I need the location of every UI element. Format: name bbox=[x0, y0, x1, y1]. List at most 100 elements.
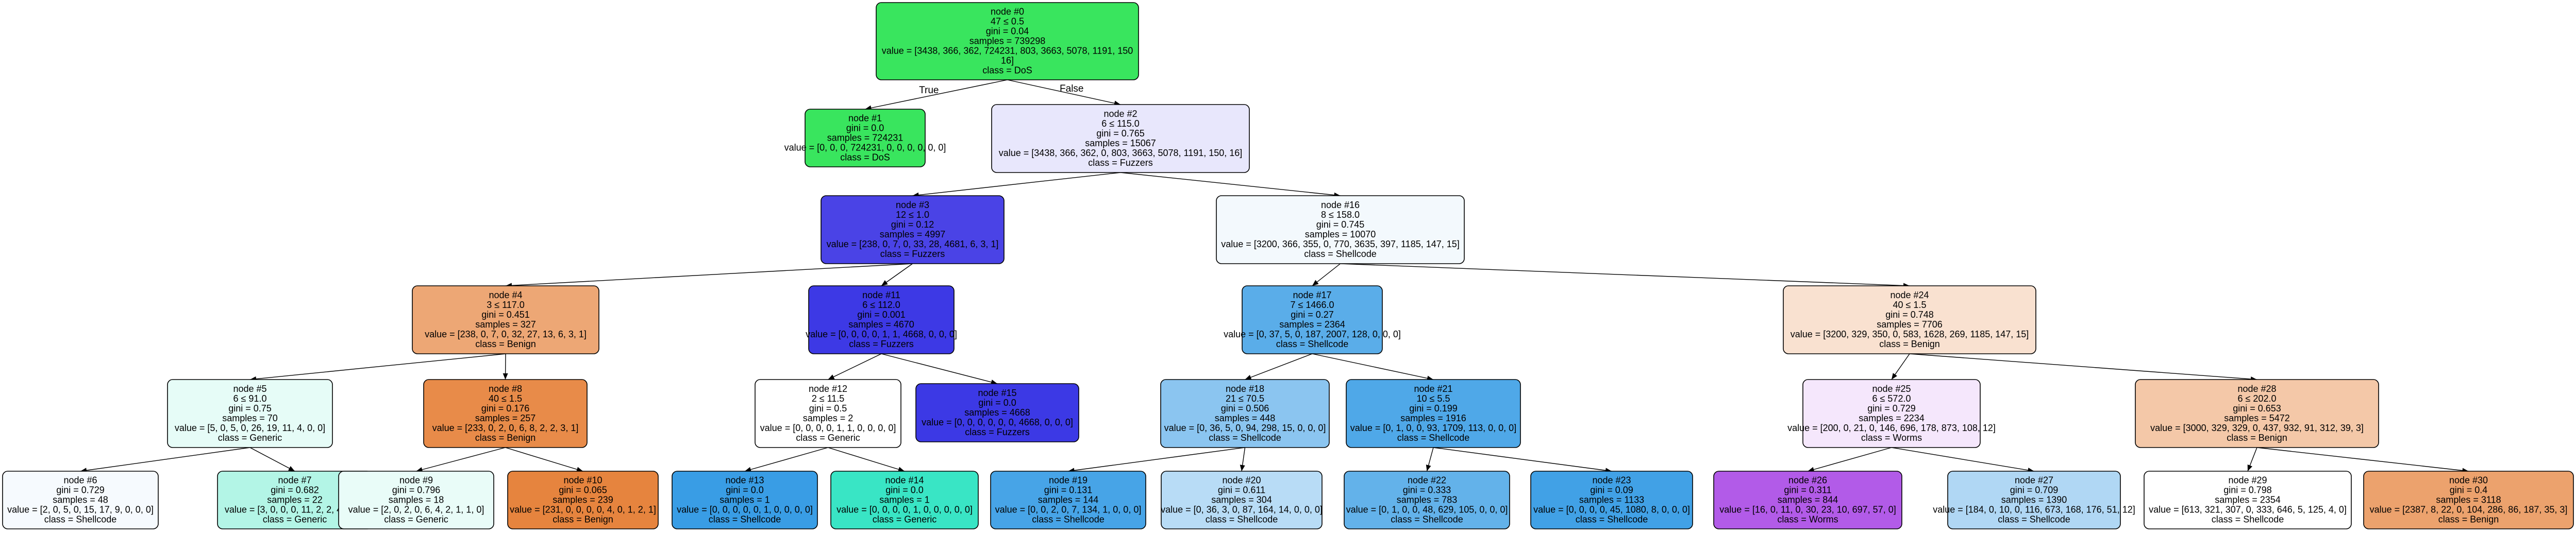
node-line: value = [238, 0, 7, 0, 32, 27, 13, 6, 3,… bbox=[425, 329, 587, 339]
edge-2-16 bbox=[1120, 172, 1341, 196]
node-box bbox=[808, 285, 955, 354]
node-line: gini = 0.09 bbox=[1590, 485, 1633, 495]
node-line: value = [3200, 366, 355, 0, 770, 3635, 3… bbox=[1221, 239, 1460, 249]
node-box bbox=[830, 471, 979, 529]
edge-2-3 bbox=[912, 172, 1121, 196]
node-line: samples = 448 bbox=[1215, 413, 1276, 423]
node-line: value = [3, 0, 0, 0, 11, 2, 2, 4, 0, 0] bbox=[225, 504, 365, 514]
node-line: node #14 bbox=[885, 475, 924, 485]
node-line: value = [3438, 366, 362, 0, 803, 3663, 5… bbox=[999, 148, 1243, 158]
node-line: node #6 bbox=[63, 475, 97, 485]
node-line: class = Shellcode bbox=[1397, 433, 1470, 443]
node-line: gini = 0.131 bbox=[1044, 485, 1093, 495]
node-line: class = Shellcode bbox=[1206, 514, 1278, 524]
node-line: gini = 0.333 bbox=[1403, 485, 1451, 495]
edge-0-1 bbox=[865, 79, 1008, 110]
node-line: samples = 15067 bbox=[1085, 138, 1156, 148]
node-box bbox=[915, 383, 1079, 442]
node-line: node #19 bbox=[1049, 475, 1088, 485]
node-box bbox=[1216, 195, 1465, 264]
node-line: gini = 0.27 bbox=[1291, 310, 1334, 320]
node-line: gini = 0.4 bbox=[2450, 485, 2488, 495]
node-line: class = DoS bbox=[982, 65, 1032, 75]
node-line: value = [238, 0, 7, 0, 33, 28, 4681, 6, … bbox=[827, 239, 999, 249]
node-box bbox=[2144, 471, 2352, 529]
node-line: node #7 bbox=[278, 475, 311, 485]
edge-5-7 bbox=[249, 447, 295, 472]
node-line: node #2 bbox=[1103, 109, 1137, 119]
node-line: samples = 4668 bbox=[964, 407, 1030, 418]
edge-25-27 bbox=[1891, 447, 2034, 472]
edge-label-false: False bbox=[1060, 83, 1083, 94]
edge-12-13 bbox=[744, 447, 828, 472]
edge-arrowhead-18 bbox=[1245, 375, 1252, 380]
edge-8-10 bbox=[505, 447, 583, 472]
edge-arrowhead-20 bbox=[1240, 465, 1245, 471]
node-line: value = [16, 0, 11, 0, 30, 23, 10, 697, … bbox=[1719, 504, 1896, 514]
node-line: value = [0, 0, 0, 0, 1, 0, 0, 0, 0, 0] bbox=[837, 504, 973, 514]
node-line: samples = 2364 bbox=[1279, 319, 1345, 330]
node-line: value = [200, 0, 21, 0, 146, 696, 178, 8… bbox=[1787, 423, 1996, 433]
node-line: node #18 bbox=[1226, 384, 1264, 394]
node-line: samples = 2 bbox=[803, 413, 854, 423]
node-line: 2 ≤ 11.5 bbox=[812, 393, 845, 404]
node-line: node #17 bbox=[1293, 290, 1331, 300]
edge-arrowhead-11 bbox=[881, 280, 888, 286]
edge-arrowhead-13 bbox=[745, 467, 751, 472]
edge-arrowhead-22 bbox=[1426, 465, 1431, 471]
node-line: class = Shellcode bbox=[709, 514, 781, 524]
node-line: 40 ≤ 1.5 bbox=[1893, 300, 1927, 310]
node-line: class = Worms bbox=[1777, 514, 1838, 524]
node-line: gini = 0.75 bbox=[228, 403, 272, 414]
node-box bbox=[1783, 285, 2036, 354]
node-line: class = Fuzzers bbox=[1088, 158, 1153, 168]
node-line: node #13 bbox=[725, 475, 764, 485]
edge-arrowhead-29 bbox=[2247, 465, 2253, 471]
node-line: class = Generic bbox=[263, 514, 327, 524]
node-box bbox=[1713, 471, 1902, 529]
node-line: samples = 1 bbox=[720, 494, 770, 505]
node-line: class = Fuzzers bbox=[880, 249, 945, 259]
node-line: samples = 724231 bbox=[827, 132, 904, 143]
edge-17-18 bbox=[1245, 353, 1313, 380]
node-line: node #29 bbox=[2228, 475, 2267, 485]
node-box bbox=[1802, 379, 1981, 448]
node-line: 8 ≤ 158.0 bbox=[1321, 210, 1360, 220]
node-line: node #30 bbox=[2449, 475, 2488, 485]
node-line: class = Generic bbox=[218, 433, 282, 443]
node-box bbox=[821, 195, 1005, 264]
node-line: samples = 4670 bbox=[848, 319, 914, 330]
node-line: samples = 783 bbox=[1397, 494, 1458, 505]
node-line: class = Shellcode bbox=[1391, 514, 1463, 524]
node-line: class = Benign bbox=[2227, 433, 2287, 443]
node-line: samples = 4997 bbox=[880, 229, 946, 239]
node-line: node #1 bbox=[848, 113, 882, 123]
node-box bbox=[1344, 471, 1510, 529]
node-line: node #25 bbox=[1872, 384, 1911, 394]
node-line: value = [0, 0, 0, 0, 45, 1080, 8, 0, 0, … bbox=[1533, 504, 1690, 514]
node-line: gini = 0.506 bbox=[1221, 403, 1269, 414]
node-line: class = Shellcode bbox=[1032, 514, 1105, 524]
node-line: node #22 bbox=[1408, 475, 1446, 485]
node-line: value = [2, 0, 5, 0, 15, 17, 9, 0, 0, 0] bbox=[7, 504, 154, 514]
node-line: samples = 304 bbox=[1211, 494, 1272, 505]
node-line: node #12 bbox=[809, 384, 847, 394]
node-line: samples = 5472 bbox=[2224, 413, 2290, 423]
node-box bbox=[423, 379, 588, 448]
edge-21-23 bbox=[1433, 447, 1612, 472]
node-line: value = [613, 321, 307, 0, 333, 646, 5, … bbox=[2149, 504, 2347, 514]
